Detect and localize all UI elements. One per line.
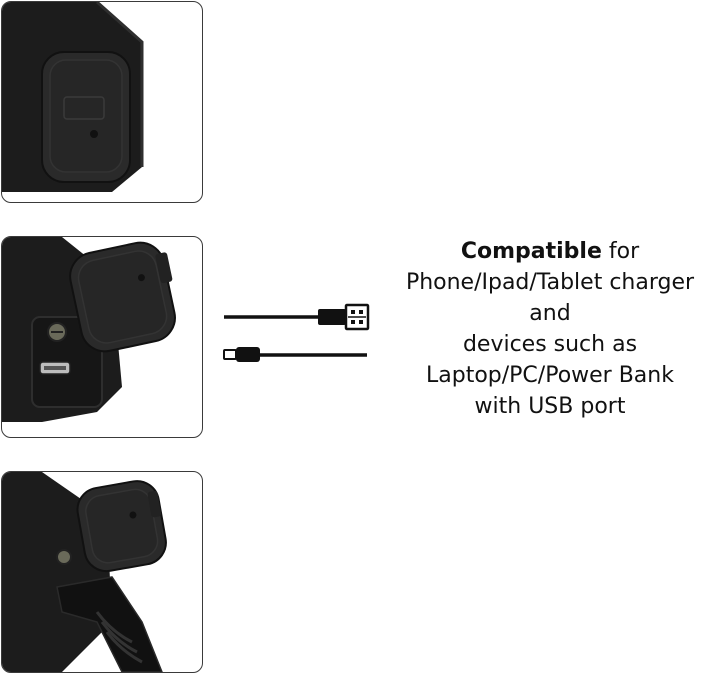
- micro-usb-connector-icon: [223, 347, 367, 362]
- conjunction-line: and: [529, 301, 571, 326]
- device-list-line: Laptop/PC/Power Bank: [426, 363, 674, 388]
- product-photo-cap-open: [1, 236, 203, 438]
- usb-cables-illustration: [222, 298, 372, 372]
- compatible-devices-line: Phone/Ipad/Tablet charger: [405, 270, 695, 295]
- device-cap-closed-illustration: [2, 2, 144, 192]
- usb-a-connector-icon: [224, 303, 370, 331]
- compatibility-description: Compatible for Phone/Ipad/Tablet charger…: [385, 236, 715, 422]
- product-photo-cap-closed: [1, 1, 203, 203]
- product-photo-cable-plugged: [1, 471, 203, 673]
- for-label: for: [601, 239, 640, 264]
- devices-such-as-line: devices such as: [462, 332, 638, 357]
- device-cap-open-illustration: [2, 237, 176, 422]
- compatibility-heading: Compatible for: [385, 236, 715, 267]
- usb-port-line: with USB port: [474, 394, 626, 419]
- compatible-label: Compatible: [460, 239, 602, 264]
- device-cable-plugged-illustration: [2, 472, 167, 672]
